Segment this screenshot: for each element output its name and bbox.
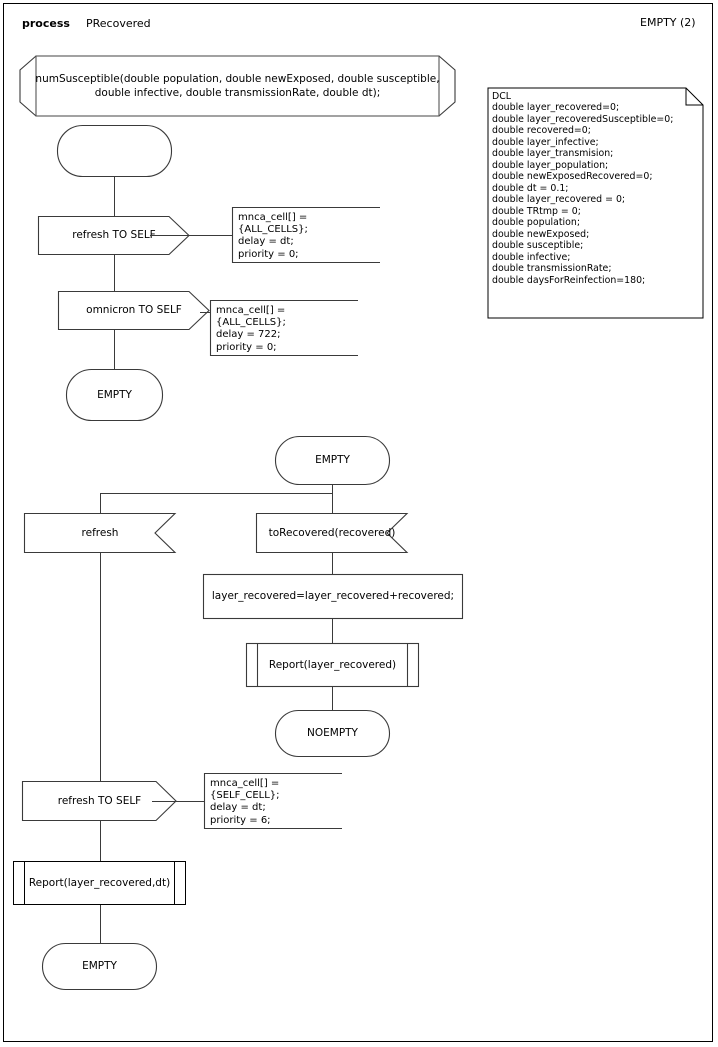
state-empty-a[interactable]: EMPTY xyxy=(65,368,164,422)
task-accumulate-recovered[interactable]: layer_recovered=layer_recovered+recovere… xyxy=(202,573,464,620)
connector-line xyxy=(114,177,115,216)
diagram-frame xyxy=(3,3,713,1042)
connector-line xyxy=(332,553,333,574)
state-noempty[interactable]: NOEMPTY xyxy=(274,709,391,758)
page-title: PRecovered xyxy=(86,17,151,30)
note-leader-line xyxy=(152,801,204,802)
connector-line xyxy=(100,553,101,781)
process-keyword-label: process xyxy=(22,17,70,30)
connector-line xyxy=(332,485,333,513)
note-leader-line xyxy=(150,235,232,236)
start-state-symbol[interactable] xyxy=(56,124,173,178)
input-to-recovered[interactable]: toRecovered(recovered) xyxy=(255,512,409,554)
procedure-call-report[interactable]: Report(layer_recovered) xyxy=(245,642,420,688)
state-empty-b[interactable]: EMPTY xyxy=(274,435,391,486)
connector-line xyxy=(114,255,115,291)
connector-line xyxy=(100,905,101,943)
connector-line xyxy=(100,493,101,513)
output-refresh-lower-note[interactable]: mnca_cell[] = {SELF_CELL}; delay = dt; p… xyxy=(203,772,342,830)
output-omnicron-note[interactable]: mnca_cell[] = {ALL_CELLS}; delay = 722; … xyxy=(209,299,358,357)
output-refresh-note[interactable]: mnca_cell[] = {ALL_CELLS}; delay = dt; p… xyxy=(231,206,380,264)
declaration-block[interactable]: DCL double layer_recovered=0; double lay… xyxy=(487,87,704,319)
output-omnicron-to-self[interactable]: omnicron TO SELF xyxy=(57,290,210,331)
input-refresh[interactable]: refresh xyxy=(23,512,177,554)
procedure-call-report-dt[interactable]: Report(layer_recovered,dt) xyxy=(13,861,186,905)
state-empty-final[interactable]: EMPTY xyxy=(41,942,158,991)
connector-line xyxy=(100,821,101,861)
procedure-header-symbol[interactable]: numSusceptible(double population, double… xyxy=(19,55,456,117)
connector-line xyxy=(332,687,333,710)
page-number-label: EMPTY (2) xyxy=(640,16,696,29)
note-leader-line xyxy=(200,312,212,313)
connector-line xyxy=(332,619,333,643)
connector-line xyxy=(114,330,115,369)
connector-line xyxy=(100,493,333,494)
